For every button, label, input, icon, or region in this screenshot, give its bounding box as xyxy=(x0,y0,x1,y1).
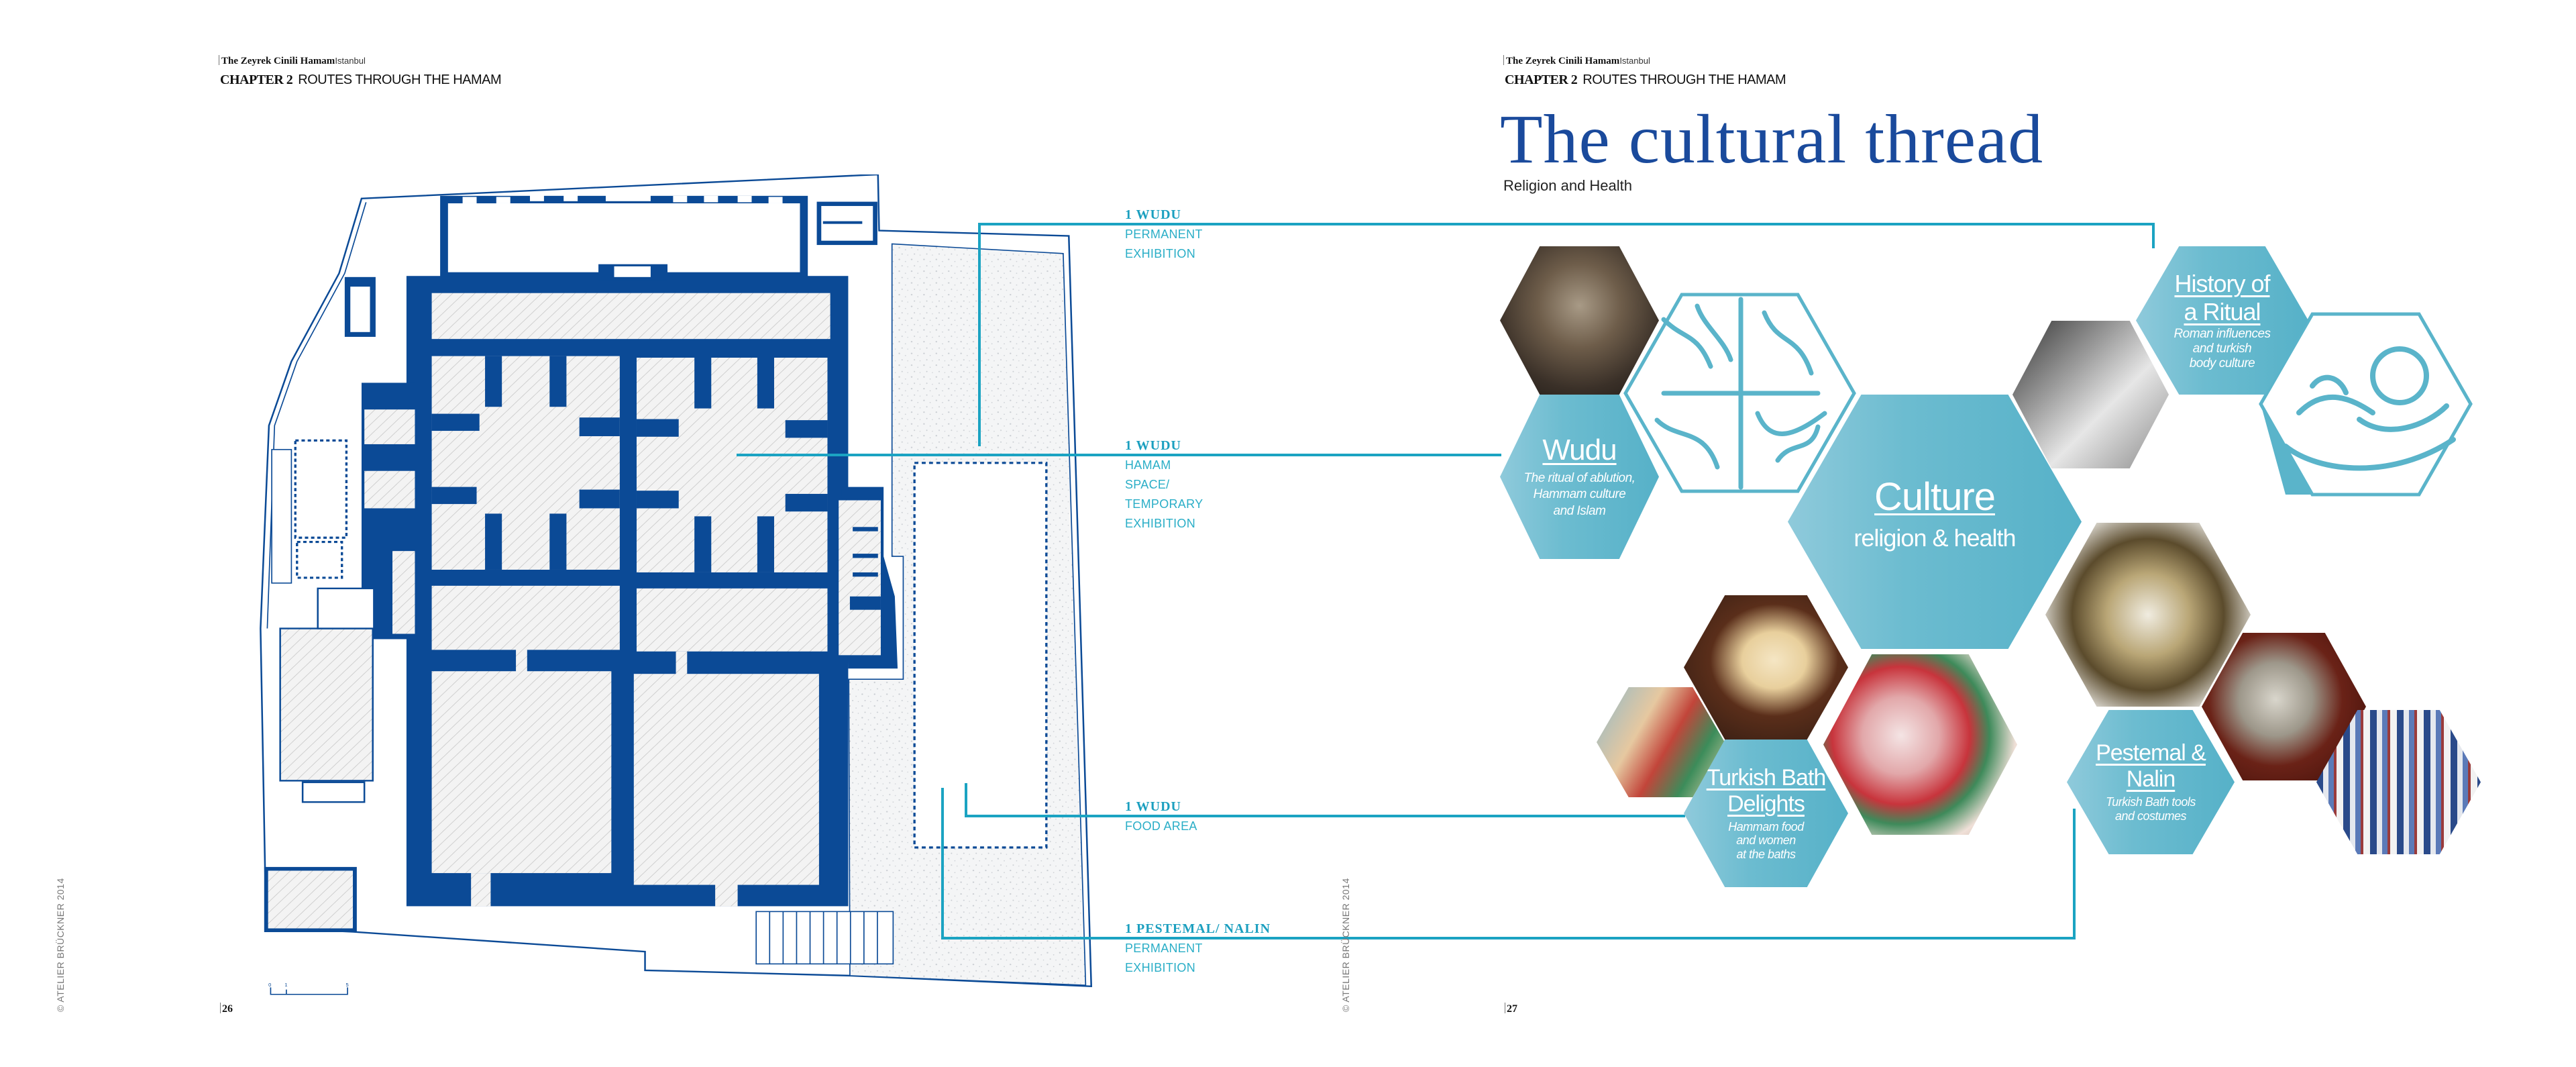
hex-title: Turkish Bath xyxy=(1706,765,1827,791)
main-building xyxy=(406,264,849,907)
chapter-heading-left: CHAPTER 2 ROUTES THROUGH THE HAMAM xyxy=(220,72,502,88)
hex-title: History of xyxy=(2174,270,2270,298)
hex-subtitle-line: and Islam xyxy=(1553,504,1606,519)
hex-subtitle-line: at the baths xyxy=(1736,847,1796,861)
route-label-line: PERMANENT xyxy=(1125,227,1203,241)
hex-subtitle: Turkish Bath tools and costumes xyxy=(2106,795,2196,824)
hex-subtitle-line: Turkish Bath tools xyxy=(2106,795,2196,809)
hex-subtitle-line: body culture xyxy=(2189,356,2255,370)
route-label-line: HAMAM xyxy=(1125,458,1171,472)
page-number-right: 27 xyxy=(1505,1003,1517,1015)
hex-subtitle-line: Hammam culture xyxy=(1533,487,1626,502)
hex-title: Nalin xyxy=(2126,766,2176,793)
route-label-4: 1 PESTEMAL/ NALIN PERMANENT EXHIBITION xyxy=(1125,919,1271,978)
photo-nalin-clogs-hex xyxy=(2045,523,2251,707)
photo-turkish-delight-hex xyxy=(1823,654,2017,835)
route-label-line: EXHIBITION xyxy=(1125,517,1196,530)
running-header-right: The Zeyrek Cinili HamamIstanbul xyxy=(1503,55,1650,67)
chapter-heading-right: CHAPTER 2 ROUTES THROUGH THE HAMAM xyxy=(1505,72,1786,88)
hex-subtitle-line: Hammam food xyxy=(1728,819,1804,833)
route-label-line: SPACE/ xyxy=(1125,478,1170,491)
page-subtitle: Religion and Health xyxy=(1503,177,1633,194)
scale-bar xyxy=(270,987,348,995)
hex-title: Delights xyxy=(1727,791,1805,817)
page-number-left: 26 xyxy=(220,1003,233,1015)
book-city: Istanbul xyxy=(1619,56,1650,66)
north-stair xyxy=(816,201,877,246)
page-number: 26 xyxy=(222,1003,233,1015)
scale-label: 1 xyxy=(284,982,287,988)
running-header-left: The Zeyrek Cinili HamamIstanbul xyxy=(219,55,366,67)
hex-title: Culture xyxy=(1874,475,1996,519)
scale-label: 0 xyxy=(268,982,271,988)
hex-title: Pestemal & xyxy=(2096,740,2206,766)
route-label-head: 1 WUDU xyxy=(1125,438,1181,453)
route-label-head: 1 WUDU xyxy=(1125,207,1181,222)
header-rule xyxy=(1503,55,1504,65)
route-label-line: EXHIBITION xyxy=(1125,247,1196,260)
scale-label: 5 xyxy=(346,982,349,988)
hex-subtitle-line: and turkish xyxy=(2192,341,2252,356)
hex-subtitle: The ritual of ablution, Hammam culture a… xyxy=(1524,470,1635,520)
chapter-title: ROUTES THROUGH THE HAMAM xyxy=(1582,72,1786,87)
lineart-bathers-hex xyxy=(1623,293,1856,493)
hex-title: Wudu xyxy=(1542,434,1617,467)
copyright-right: © ATELIER BRÜCKNER 2014 xyxy=(1340,878,1351,1012)
hex-subtitle-line: and women xyxy=(1736,833,1796,848)
chapter-number: CHAPTER 2 xyxy=(220,72,293,87)
hex-subtitle: Hammam food and women at the baths xyxy=(1728,820,1804,862)
route-label-3: 1 WUDU FOOD AREA xyxy=(1125,797,1197,836)
page-title: The cultural thread xyxy=(1500,101,2044,178)
hex-subtitle-line: The ritual of ablution, xyxy=(1523,470,1635,485)
hex-subtitle-line: and costumes xyxy=(2114,809,2187,823)
route-label-2: 1 WUDU HAMAM SPACE/ TEMPORARY EXHIBITION xyxy=(1125,436,1203,534)
copyright-left: © ATELIER BRÜCKNER 2014 xyxy=(55,878,66,1012)
route-label-line: EXHIBITION xyxy=(1125,961,1196,974)
hex-subtitle: religion & health xyxy=(1854,523,2016,552)
hex-subtitle-line: Roman influences xyxy=(2174,327,2271,342)
page-rule xyxy=(220,1003,221,1013)
hex-subtitle: Roman influences and turkish body cultur… xyxy=(2174,327,2271,371)
route-label-line: FOOD AREA xyxy=(1125,819,1197,833)
hex-culture[interactable]: Culture religion & health xyxy=(1788,395,2082,649)
route-label-1: 1 WUDU PERMANENT EXHIBITION xyxy=(1125,205,1203,264)
hex-title: a Ritual xyxy=(2184,297,2261,325)
route-label-line: PERMANENT xyxy=(1125,942,1203,955)
chapter-title: ROUTES THROUGH THE HAMAM xyxy=(298,72,502,87)
lineart-bather-figure-hex xyxy=(2259,312,2473,497)
chapter-number: CHAPTER 2 xyxy=(1505,72,1578,87)
exhibition-zone-dashed xyxy=(913,462,1048,849)
upper-hall-windows xyxy=(462,195,783,203)
entrance-stairs xyxy=(755,911,894,965)
hex-pestemal-nalin[interactable]: Pestemal & Nalin Turkish Bath tools and … xyxy=(2067,710,2235,854)
route-label-head: 1 PESTEMAL/ NALIN xyxy=(1125,921,1271,936)
hamam-floor-plan: 0 1 5 xyxy=(260,174,1093,995)
west-wing xyxy=(264,276,415,933)
route-label-line: TEMPORARY xyxy=(1125,497,1203,511)
east-annex xyxy=(839,487,898,669)
page-number: 27 xyxy=(1507,1003,1517,1015)
book-city: Istanbul xyxy=(335,56,366,66)
book-title: The Zeyrek Cinili Hamam xyxy=(221,56,335,66)
book-title: The Zeyrek Cinili Hamam xyxy=(1506,56,1620,66)
route-label-head: 1 WUDU xyxy=(1125,799,1181,814)
